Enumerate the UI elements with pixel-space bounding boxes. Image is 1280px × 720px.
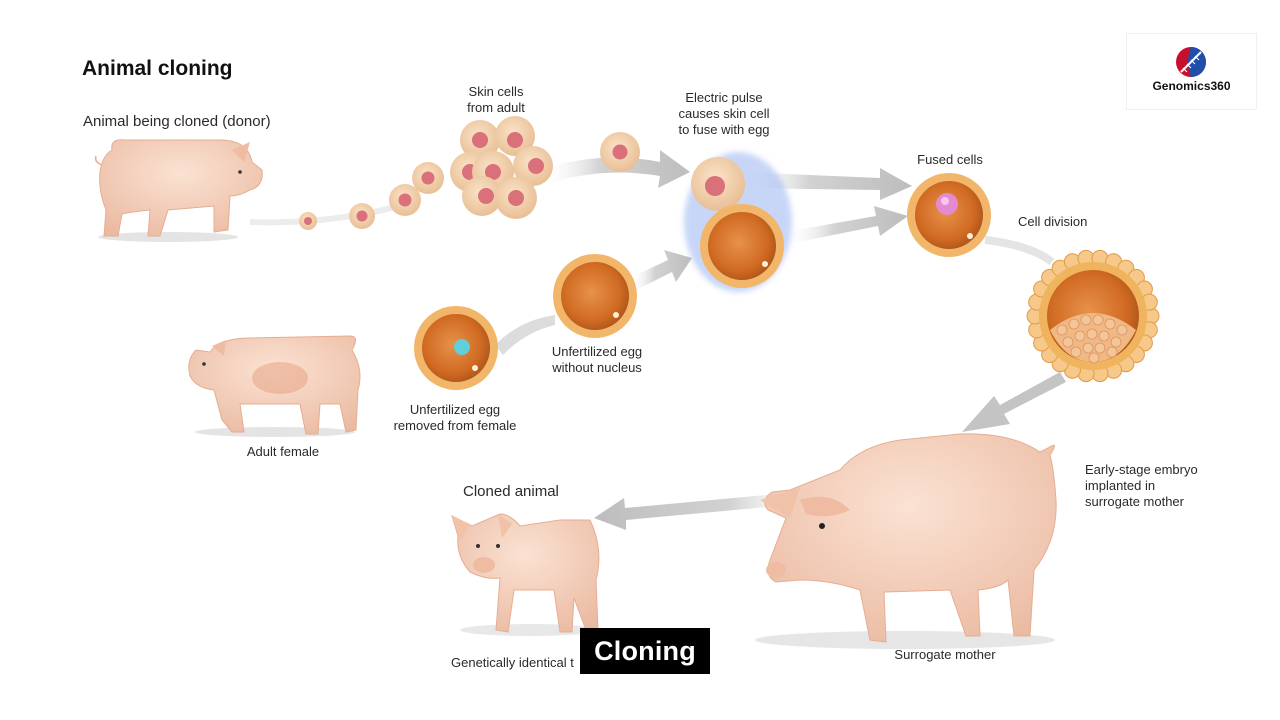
adult-female-label: Adult female: [246, 444, 320, 459]
adult-female-pig: [188, 335, 361, 437]
egg-without-nucleus: [553, 254, 637, 338]
fused-cells-label: Fused cells: [917, 152, 983, 167]
electric-pulse-fusion: [684, 152, 792, 292]
egg-removed-from-female: [414, 306, 498, 390]
egg-removed-label: Unfertilized egg removed from female: [393, 402, 517, 433]
blastocyst: [1026, 249, 1160, 383]
genetically-identical-label: Genetically identical t: [451, 655, 574, 670]
electric-pulse-label: Electric pulse causes skin cell to fuse …: [678, 90, 770, 137]
skin-cell-cluster: [450, 116, 553, 219]
dna-globe-icon: [1176, 47, 1206, 77]
surrogate-pig: [755, 433, 1057, 649]
diagram-title: Animal cloning: [82, 57, 233, 80]
cloned-animal-label: Cloned animal: [463, 483, 559, 500]
arrow-removed-to-enucleated: [495, 315, 555, 355]
surrogate-mother-label: Surrogate mother: [894, 647, 996, 662]
egg-without-nucleus-label: Unfertilized egg without nucleus: [551, 344, 643, 375]
arrow-division-to-surrogate: [962, 372, 1066, 432]
fused-cell: [907, 173, 991, 257]
cell-division-label: Cell division: [1018, 214, 1088, 229]
arrow-pulse-to-fused-top: [740, 168, 912, 200]
arrow-egg-to-fused: [785, 206, 908, 244]
genomics360-logo: Genomics360: [1127, 34, 1256, 109]
donor-pig: [94, 139, 263, 242]
skin-cells-label: Skin cells from adult: [467, 84, 525, 115]
logo-text: Genomics360: [1152, 79, 1231, 93]
subtitle-caption: Cloning: [580, 628, 710, 674]
skin-cells-trail: [299, 132, 640, 230]
arrow-fused-to-division: [984, 236, 1055, 266]
arrow-enucleated-to-pulse: [630, 250, 692, 290]
cloned-piglet: [451, 513, 600, 636]
embryo-implanted-label: Early-stage embryo implanted in surrogat…: [1085, 462, 1198, 509]
donor-label: Animal being cloned (donor): [83, 113, 271, 130]
